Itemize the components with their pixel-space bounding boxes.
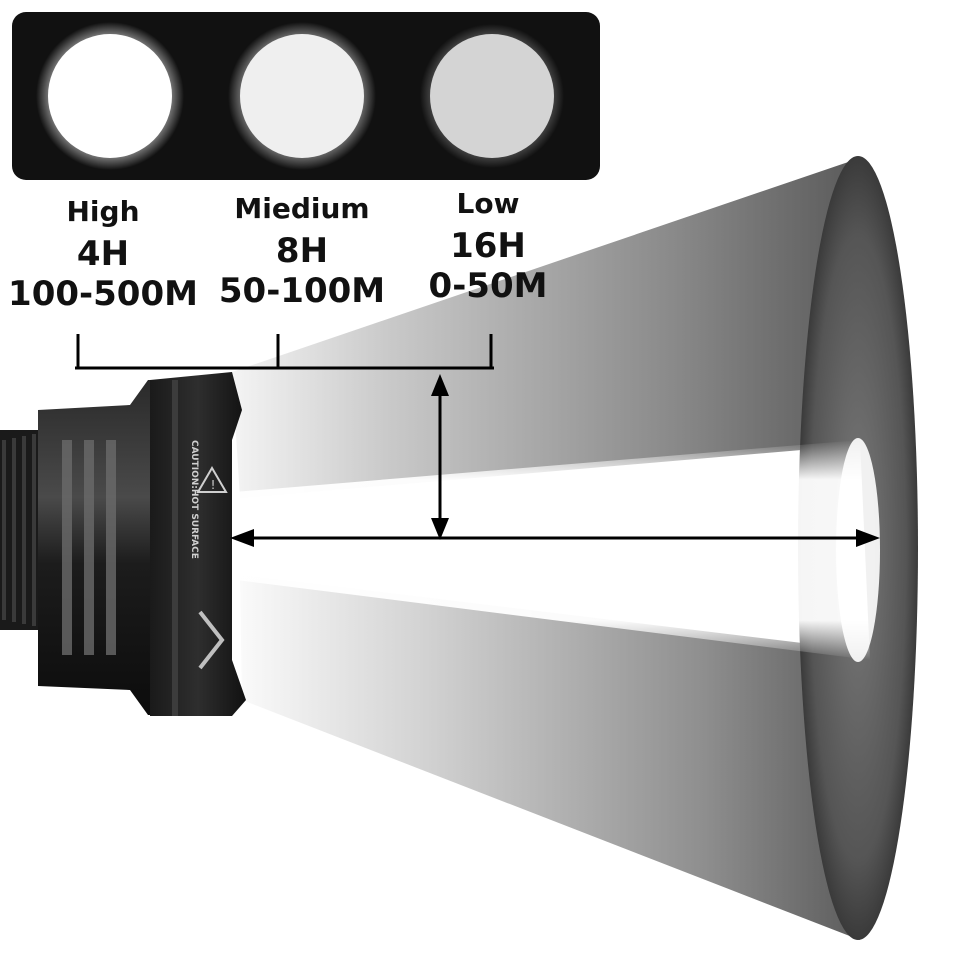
brightness-panel bbox=[12, 12, 600, 180]
tube-threads bbox=[2, 434, 36, 626]
beam-upper bbox=[232, 158, 860, 498]
warning-exclamation-icon: ! bbox=[211, 478, 216, 492]
light-beam bbox=[232, 156, 918, 940]
beam-core-spot bbox=[836, 438, 880, 662]
low-brightness-spot bbox=[430, 34, 554, 158]
mode-high: High 4H 100-500M bbox=[8, 195, 198, 314]
warning-triangle-icon bbox=[196, 466, 228, 493]
mode-high-range: 100-500M bbox=[8, 274, 198, 314]
flashlight: ! CAUTION:HOT SURFACE bbox=[0, 372, 246, 716]
bezel-warning-text: CAUTION:HOT SURFACE bbox=[189, 440, 199, 559]
mode-low-range: 0-50M bbox=[428, 266, 548, 306]
medium-brightness-spot bbox=[240, 34, 364, 158]
arrow-right-icon bbox=[856, 529, 880, 547]
arrow-up-icon bbox=[431, 374, 449, 396]
mode-medium: Miedium 8H 50-100M bbox=[219, 192, 385, 311]
mode-low: Low 16H 0-50M bbox=[429, 187, 548, 306]
high-brightness-spot bbox=[48, 34, 172, 158]
mode-medium-name: Miedium bbox=[234, 192, 370, 225]
mode-low-hours: 16H bbox=[450, 226, 526, 266]
measurement-arrows bbox=[230, 374, 880, 547]
arrow-down-icon bbox=[431, 518, 449, 540]
mode-low-name: Low bbox=[456, 187, 520, 220]
range-bracket bbox=[75, 334, 494, 370]
mode-medium-hours: 8H bbox=[275, 231, 329, 271]
mode-high-hours: 4H bbox=[76, 234, 130, 274]
beam-core bbox=[234, 440, 870, 660]
cooling-fins bbox=[62, 440, 116, 655]
mode-medium-range: 50-100M bbox=[218, 271, 386, 311]
mode-high-name: High bbox=[66, 195, 140, 228]
bezel-ring bbox=[172, 380, 178, 716]
flashlight-neck bbox=[38, 380, 160, 715]
beam-lower bbox=[240, 575, 860, 940]
chevron-right-icon bbox=[198, 610, 225, 670]
arrow-left-icon bbox=[230, 529, 254, 547]
